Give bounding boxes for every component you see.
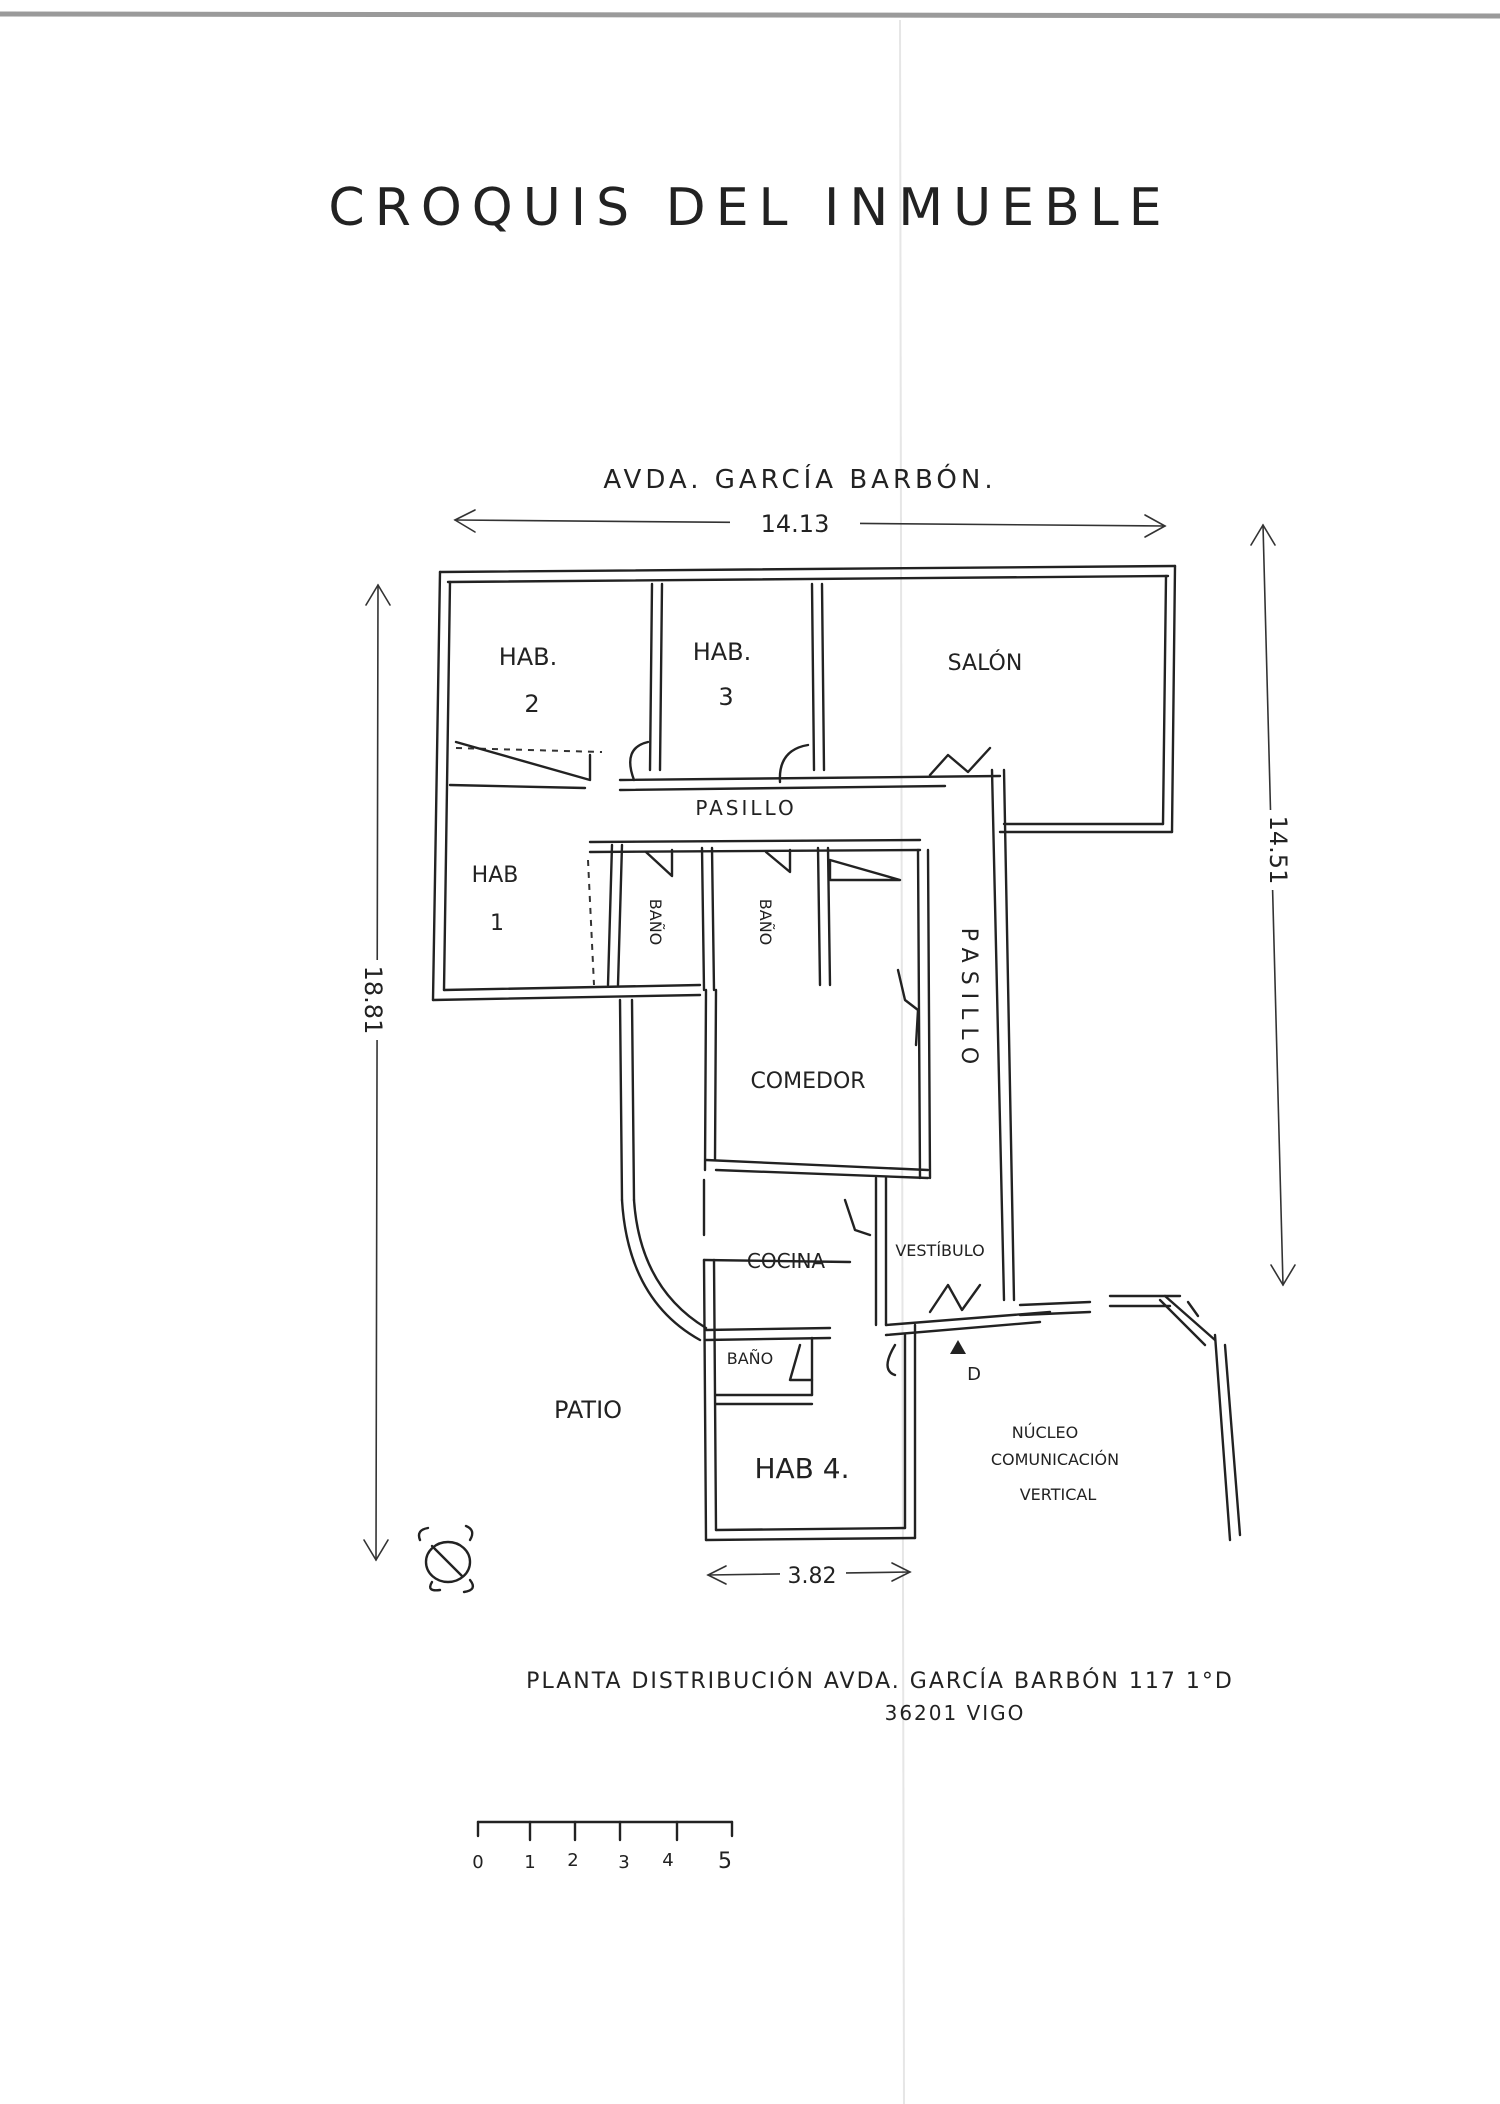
scale-label-5: 5 bbox=[718, 1849, 732, 1874]
top-dimension: 14.13 bbox=[453, 506, 1167, 538]
room-label-pasillo-vertical: PASILLO bbox=[956, 928, 981, 1072]
room-label-nucleo-line2: COMUNICACIÓN bbox=[991, 1450, 1119, 1469]
room-label-patio: PATIO bbox=[554, 1396, 622, 1424]
page-title: CROQUIS DEL INMUEBLE bbox=[328, 178, 1171, 238]
room-label-hab3-line1: HAB. bbox=[693, 638, 752, 666]
room-label-pasillo-horizontal: PASILLO bbox=[695, 796, 796, 820]
compass-icon bbox=[417, 1524, 475, 1594]
room-label-bano2: BAÑO bbox=[756, 899, 775, 945]
right-dimension-label: 14.51 bbox=[1264, 816, 1292, 885]
scale-label-1: 1 bbox=[524, 1852, 535, 1873]
plan-caption-line2: 36201 VIGO bbox=[885, 1701, 1026, 1725]
room-label-nucleo-line1: NÚCLEO bbox=[1012, 1423, 1078, 1442]
room-label-hab2-line1: HAB. bbox=[499, 643, 558, 671]
bottom-dimension: 3.82 bbox=[706, 1560, 912, 1589]
bottom-dimension-label: 3.82 bbox=[788, 1564, 837, 1589]
scale-label-4: 4 bbox=[662, 1850, 673, 1871]
room-label-hab1-line2: 1 bbox=[490, 911, 504, 936]
entry-marker: D bbox=[950, 1340, 981, 1385]
room-label-hab1-line1: HAB bbox=[472, 863, 519, 888]
walls bbox=[431, 564, 1242, 1542]
left-dimension: 18.81 bbox=[340, 583, 396, 1562]
room-label-hab3-line2: 3 bbox=[718, 683, 733, 711]
top-edge-shadow bbox=[0, 11, 1500, 19]
room-label-nucleo-line3: VERTICAL bbox=[1020, 1485, 1097, 1504]
scale-label-3: 3 bbox=[618, 1852, 629, 1873]
plan-caption-line1: PLANTA DISTRIBUCIÓN AVDA. GARCÍA BARBÓN … bbox=[526, 1668, 1234, 1694]
right-dimension: 14.51 bbox=[1245, 523, 1301, 1287]
room-label-bano1: BAÑO bbox=[646, 899, 665, 945]
street-label: AVDA. GARCÍA BARBÓN. bbox=[603, 463, 996, 495]
room-label-hab2-line2: 2 bbox=[524, 690, 539, 718]
room-label-cocina: COCINA bbox=[747, 1249, 826, 1273]
fold-line bbox=[899, 19, 905, 2104]
door-swings bbox=[454, 740, 992, 1382]
room-labels: HAB. 2 HAB. 3 SALÓN HAB 1 PASILLO BAÑO B… bbox=[472, 638, 1119, 1504]
scale-label-0: 0 bbox=[472, 1852, 483, 1873]
scale-bar: 0 1 2 3 4 5 bbox=[472, 1820, 734, 1874]
room-label-salon: SALÓN bbox=[948, 650, 1023, 676]
room-label-hab4: HAB 4. bbox=[754, 1452, 849, 1485]
top-dimension-label: 14.13 bbox=[761, 510, 830, 538]
scale-label-2: 2 bbox=[567, 1850, 578, 1871]
room-label-comedor: COMEDOR bbox=[750, 1069, 865, 1094]
entry-marker-label: D bbox=[967, 1364, 981, 1385]
room-label-bano3: BAÑO bbox=[727, 1349, 773, 1368]
left-dimension-label: 18.81 bbox=[359, 966, 387, 1035]
room-label-vestibulo: VESTÍBULO bbox=[895, 1241, 984, 1260]
